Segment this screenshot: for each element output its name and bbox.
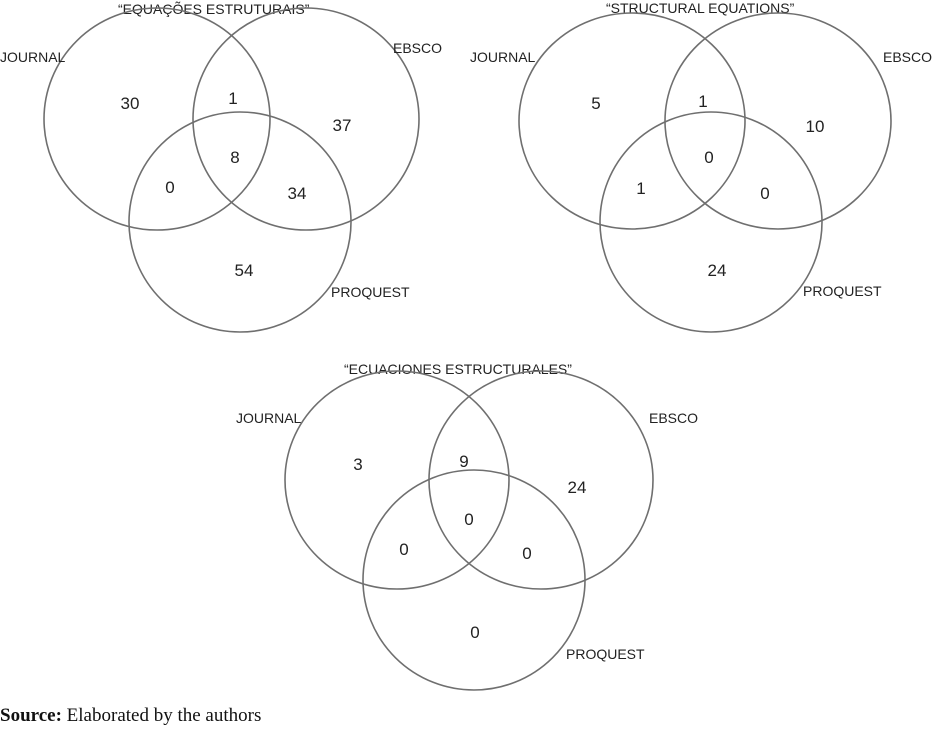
proquest-label: PROQUEST xyxy=(566,646,645,662)
count-journal-proquest: 1 xyxy=(636,179,645,198)
source-label: Source: xyxy=(0,705,62,726)
venn-diagram-ecuaciones: “ECUACIONES ESTRUCTURALES” JOURNAL EBSCO… xyxy=(236,361,698,691)
venn-diagram-equacoes: “EQUAÇÕES ESTRUTURAIS” JOURNAL EBSCO PRO… xyxy=(0,1,442,333)
ebsco-label: EBSCO xyxy=(883,49,932,65)
proquest-circle xyxy=(599,111,823,333)
count-journal-proquest: 0 xyxy=(165,178,174,197)
count-proquest-only: 54 xyxy=(235,261,254,280)
count-ebsco-only: 24 xyxy=(568,478,587,497)
count-journal-only: 3 xyxy=(353,455,362,474)
count-all-three: 0 xyxy=(704,148,713,167)
diagram-title: “STRUCTURAL EQUATIONS” xyxy=(606,0,795,16)
count-all-three: 0 xyxy=(464,510,473,529)
source-text: Elaborated by the authors xyxy=(66,705,262,726)
ebsco-circle xyxy=(192,7,420,231)
count-journal-ebsco: 1 xyxy=(698,92,707,111)
journal-label: JOURNAL xyxy=(0,49,66,65)
count-all-three: 8 xyxy=(230,148,239,167)
source-note: Source: Elaborated by the authors xyxy=(0,705,261,727)
venn-diagram-structural: “STRUCTURAL EQUATIONS” JOURNAL EBSCO PRO… xyxy=(470,0,932,333)
journal-label: JOURNAL xyxy=(470,49,536,65)
count-journal-proquest: 0 xyxy=(399,540,408,559)
diagram-title: “EQUAÇÕES ESTRUTURAIS” xyxy=(118,1,310,17)
proquest-label: PROQUEST xyxy=(803,283,882,299)
ebsco-label: EBSCO xyxy=(649,410,698,426)
count-ebsco-only: 10 xyxy=(806,117,825,136)
journal-label: JOURNAL xyxy=(236,410,302,426)
ebsco-circle xyxy=(428,370,654,590)
count-journal-only: 5 xyxy=(591,94,600,113)
count-ebsco-proquest: 0 xyxy=(522,544,531,563)
count-proquest-only: 24 xyxy=(708,261,727,280)
proquest-label: PROQUEST xyxy=(331,284,410,300)
diagram-title: “ECUACIONES ESTRUCTURALES” xyxy=(344,361,572,377)
count-ebsco-only: 37 xyxy=(333,116,352,135)
journal-circle xyxy=(518,12,746,230)
journal-circle xyxy=(284,370,510,590)
count-journal-ebsco: 9 xyxy=(459,452,468,471)
ebsco-circle xyxy=(664,12,892,230)
count-ebsco-proquest: 34 xyxy=(288,184,307,203)
count-proquest-only: 0 xyxy=(470,623,479,642)
count-journal-ebsco: 1 xyxy=(228,89,237,108)
journal-circle xyxy=(43,7,271,231)
proquest-circle xyxy=(128,111,352,333)
proquest-circle xyxy=(362,469,586,691)
count-journal-only: 30 xyxy=(121,94,140,113)
count-ebsco-proquest: 0 xyxy=(760,184,769,203)
ebsco-label: EBSCO xyxy=(393,40,442,56)
